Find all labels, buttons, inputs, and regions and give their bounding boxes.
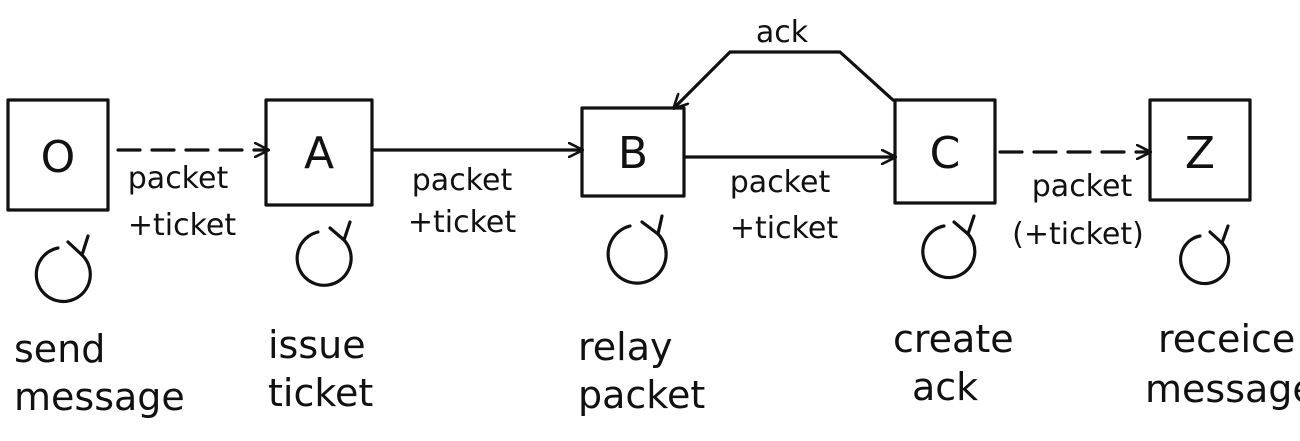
edge-a-b-label-line1: packet — [412, 163, 513, 198]
edge-a-to-b: packet +ticket — [370, 150, 582, 240]
node-a: A issue ticket — [264, 98, 374, 415]
node-b-box — [580, 106, 686, 198]
node-z-box — [1148, 98, 1252, 202]
circular-arrow-icon — [606, 214, 668, 285]
node-c: C create ack — [893, 98, 1014, 409]
node-o-caption-line2: message — [14, 375, 185, 419]
node-a-caption-line2: ticket — [268, 371, 373, 415]
edge-c-to-b-ack: ack — [674, 15, 895, 108]
edge-b-to-c: packet +ticket — [682, 157, 895, 246]
edge-o-a-label-line1: packet — [128, 161, 229, 196]
node-a-box — [264, 98, 374, 207]
node-b-caption-line2: packet — [578, 373, 705, 417]
edge-c-z-label-line2: (+ticket) — [1012, 217, 1144, 252]
node-o: O send message — [6, 98, 185, 419]
edge-ack-label: ack — [756, 15, 809, 50]
edge-c-to-z: packet (+ticket) — [998, 152, 1150, 252]
node-c-box — [893, 98, 997, 205]
node-z-caption-line1: receice — [1158, 317, 1295, 361]
node-b-caption-line1: relay — [578, 325, 673, 369]
node-o-label: O — [41, 132, 76, 183]
node-c-caption-line1: create — [893, 317, 1014, 361]
node-a-label: A — [304, 128, 334, 179]
node-a-caption-line1: issue — [268, 323, 366, 367]
circular-arrow-icon — [921, 214, 977, 280]
node-b-label: B — [618, 128, 648, 179]
node-z: Z receice message — [1145, 98, 1300, 411]
edge-b-c-label-line2: +ticket — [730, 211, 838, 246]
node-o-box — [6, 98, 110, 212]
circular-arrow-icon — [34, 234, 92, 304]
node-b: B relay packet — [578, 106, 705, 417]
edge-o-to-a: packet +ticket — [116, 150, 268, 243]
circular-arrow-icon — [1179, 224, 1231, 286]
edge-c-z-label-line1: packet — [1032, 169, 1133, 204]
circular-arrow-icon — [295, 220, 353, 287]
node-o-caption-line1: send — [14, 327, 105, 371]
node-c-label: C — [930, 128, 961, 179]
node-z-label: Z — [1185, 128, 1215, 179]
node-c-caption-line2: ack — [912, 365, 978, 409]
edge-o-a-label-line2: +ticket — [128, 208, 236, 243]
edge-a-b-label-line2: +ticket — [408, 205, 516, 240]
node-z-caption-line2: message — [1145, 367, 1300, 411]
edge-b-c-label-line1: packet — [730, 165, 831, 200]
